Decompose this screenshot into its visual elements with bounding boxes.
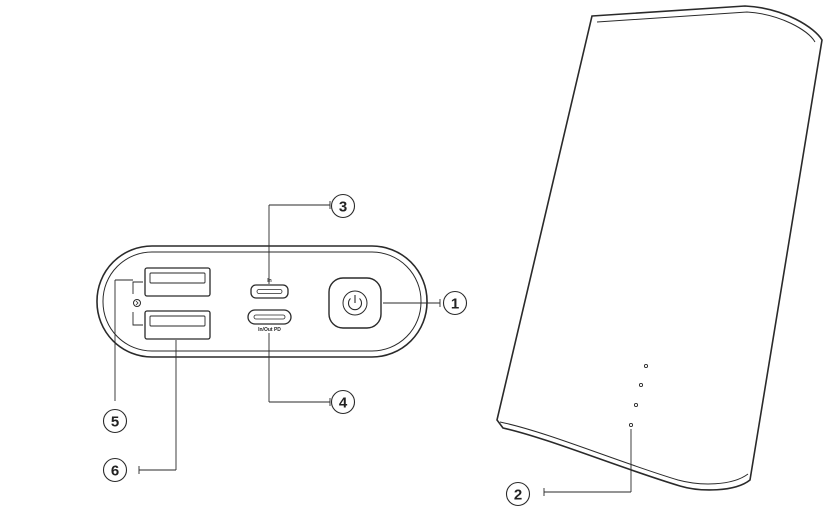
side-body-bottom-edge <box>499 421 749 485</box>
callout-6: 6 <box>102 457 128 483</box>
power-icon <box>342 290 368 316</box>
callout-2: 2 <box>505 481 531 507</box>
callout-1: 1 <box>442 290 468 316</box>
svg-text:6: 6 <box>111 463 119 480</box>
usb-a-bracket <box>132 281 143 326</box>
side-body-top-edge <box>596 11 816 43</box>
side-body-outline <box>496 5 823 491</box>
callout-4: 4 <box>330 389 356 415</box>
svg-text:1: 1 <box>451 296 459 313</box>
front-inner-face <box>102 251 422 352</box>
side-view <box>496 5 823 491</box>
indicator-light-1 <box>643 363 649 369</box>
leader-lines <box>114 201 632 496</box>
micro-usb-port-label: In <box>267 278 271 284</box>
svg-text:5: 5 <box>111 414 119 431</box>
indicator-light-3 <box>633 402 639 408</box>
quick-charge-icon <box>133 299 141 307</box>
indicator-light-4 <box>628 422 634 428</box>
callout-5: 5 <box>102 408 128 434</box>
indicator-light-2 <box>638 382 644 388</box>
usb-a-port-bottom <box>144 310 211 340</box>
micro-usb-port <box>250 284 289 299</box>
usb-a-port-top <box>144 267 211 297</box>
svg-text:2: 2 <box>514 487 522 504</box>
power-button <box>328 277 382 329</box>
svg-text:4: 4 <box>339 395 348 412</box>
front-outer-shell <box>96 245 428 358</box>
front-view <box>96 245 428 358</box>
usb-c-port <box>247 309 292 325</box>
svg-text:3: 3 <box>339 199 347 216</box>
callout-3: 3 <box>330 193 356 219</box>
usb-c-port-label: In/Out PD <box>258 327 281 333</box>
